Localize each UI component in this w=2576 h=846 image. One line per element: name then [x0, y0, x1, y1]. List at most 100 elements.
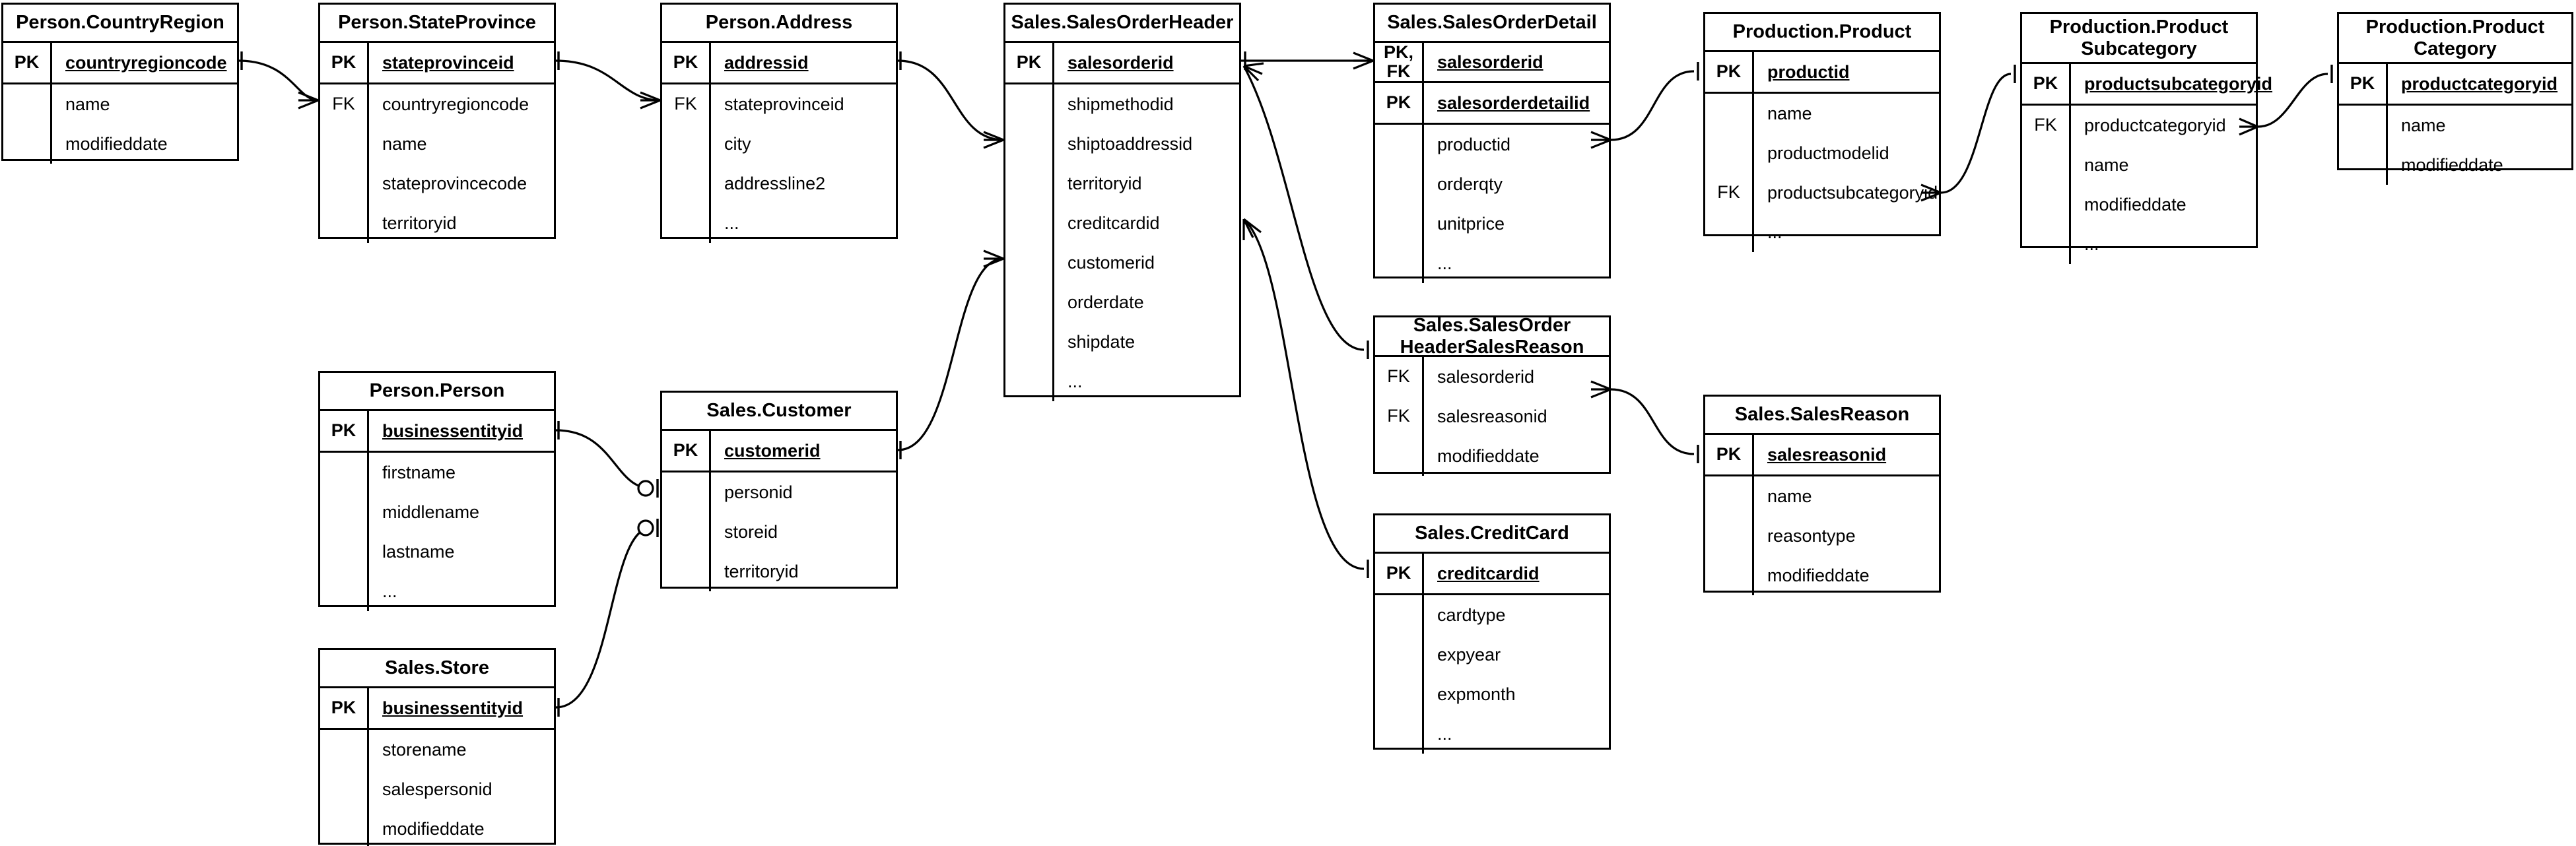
attribute-row[interactable]: territoryid	[320, 203, 554, 243]
attribute-row[interactable]: city	[662, 124, 896, 164]
attribute-row[interactable]: productid	[1375, 125, 1609, 164]
attribute-row[interactable]: name	[320, 124, 554, 164]
attribute-name: countryregioncode	[382, 94, 529, 114]
attribute-row[interactable]: modifieddate	[3, 124, 237, 164]
key-marker	[3, 84, 52, 124]
attribute-row[interactable]: modifieddate	[2339, 145, 2571, 185]
attribute-row[interactable]: unitprice	[1375, 204, 1609, 244]
attribute-row[interactable]: cardtype	[1375, 595, 1609, 635]
attribute-name: territoryid	[382, 212, 457, 233]
attribute-row[interactable]: ...	[1005, 362, 1239, 401]
attribute-name: productid	[1437, 134, 1511, 154]
primary-key-attribute: countryregioncode	[65, 52, 227, 73]
attribute-row[interactable]: shipdate	[1005, 322, 1239, 362]
attribute-name: storeid	[724, 521, 778, 542]
attribute-name: modifieddate	[65, 133, 168, 154]
attribute-name: name	[2084, 154, 2129, 175]
attribute-row[interactable]: name	[1705, 94, 1939, 133]
attribute-row[interactable]: stateprovincecode	[320, 164, 554, 203]
attribute-row[interactable]: storename	[320, 730, 554, 769]
attribute-row[interactable]: middlename	[320, 492, 554, 532]
key-marker	[320, 203, 369, 243]
attribute-row[interactable]: expyear	[1375, 635, 1609, 674]
attribute-row[interactable]: ...	[320, 571, 554, 611]
attribute-row[interactable]: salespersonid	[320, 769, 554, 809]
attribute-row[interactable]: reasontype	[1705, 516, 1939, 556]
key-marker	[1375, 244, 1424, 283]
attribute-row[interactable]: territoryid	[1005, 164, 1239, 203]
attribute-row[interactable]: ...	[1375, 714, 1609, 754]
attribute-row[interactable]: ...	[2022, 224, 2256, 264]
attribute-row[interactable]: name	[3, 84, 237, 124]
attribute-row[interactable]: name	[2339, 106, 2571, 145]
attribute-row[interactable]: lastname	[320, 532, 554, 571]
attribute-row[interactable]: modifieddate	[1375, 436, 1609, 476]
attribute-row[interactable]: ...	[1375, 244, 1609, 283]
attribute-row[interactable]: customerid	[1005, 243, 1239, 282]
attribute-row[interactable]: productmodelid	[1705, 133, 1939, 173]
attribute-row[interactable]: firstname	[320, 453, 554, 492]
attribute-row[interactable]: modifieddate	[1705, 556, 1939, 595]
attribute-row[interactable]: personid	[662, 472, 896, 512]
attribute-row[interactable]: modifieddate	[320, 809, 554, 846]
attribute-row[interactable]: shipmethodid	[1005, 84, 1239, 124]
attribute-row[interactable]: creditcardid	[1005, 203, 1239, 243]
attribute-row[interactable]: shiptoaddressid	[1005, 124, 1239, 164]
attribute-row[interactable]: name	[1705, 476, 1939, 516]
attribute-row[interactable]: orderqty	[1375, 164, 1609, 204]
key-marker: PK	[1375, 554, 1424, 593]
attribute-row[interactable]: ...	[662, 203, 896, 243]
attribute-row[interactable]: ...	[1705, 212, 1939, 252]
attribute-row[interactable]: orderdate	[1005, 282, 1239, 322]
attribute-row[interactable]: expmonth	[1375, 674, 1609, 714]
attribute-row[interactable]: modifieddate	[2022, 185, 2256, 224]
attribute-row[interactable]: addressline2	[662, 164, 896, 203]
attribute-row[interactable]: name	[2022, 145, 2256, 185]
attribute-row[interactable]: storeid	[662, 512, 896, 552]
attribute-row[interactable]: territoryid	[662, 552, 896, 591]
attribute-name: shipmethodid	[1068, 94, 1174, 114]
